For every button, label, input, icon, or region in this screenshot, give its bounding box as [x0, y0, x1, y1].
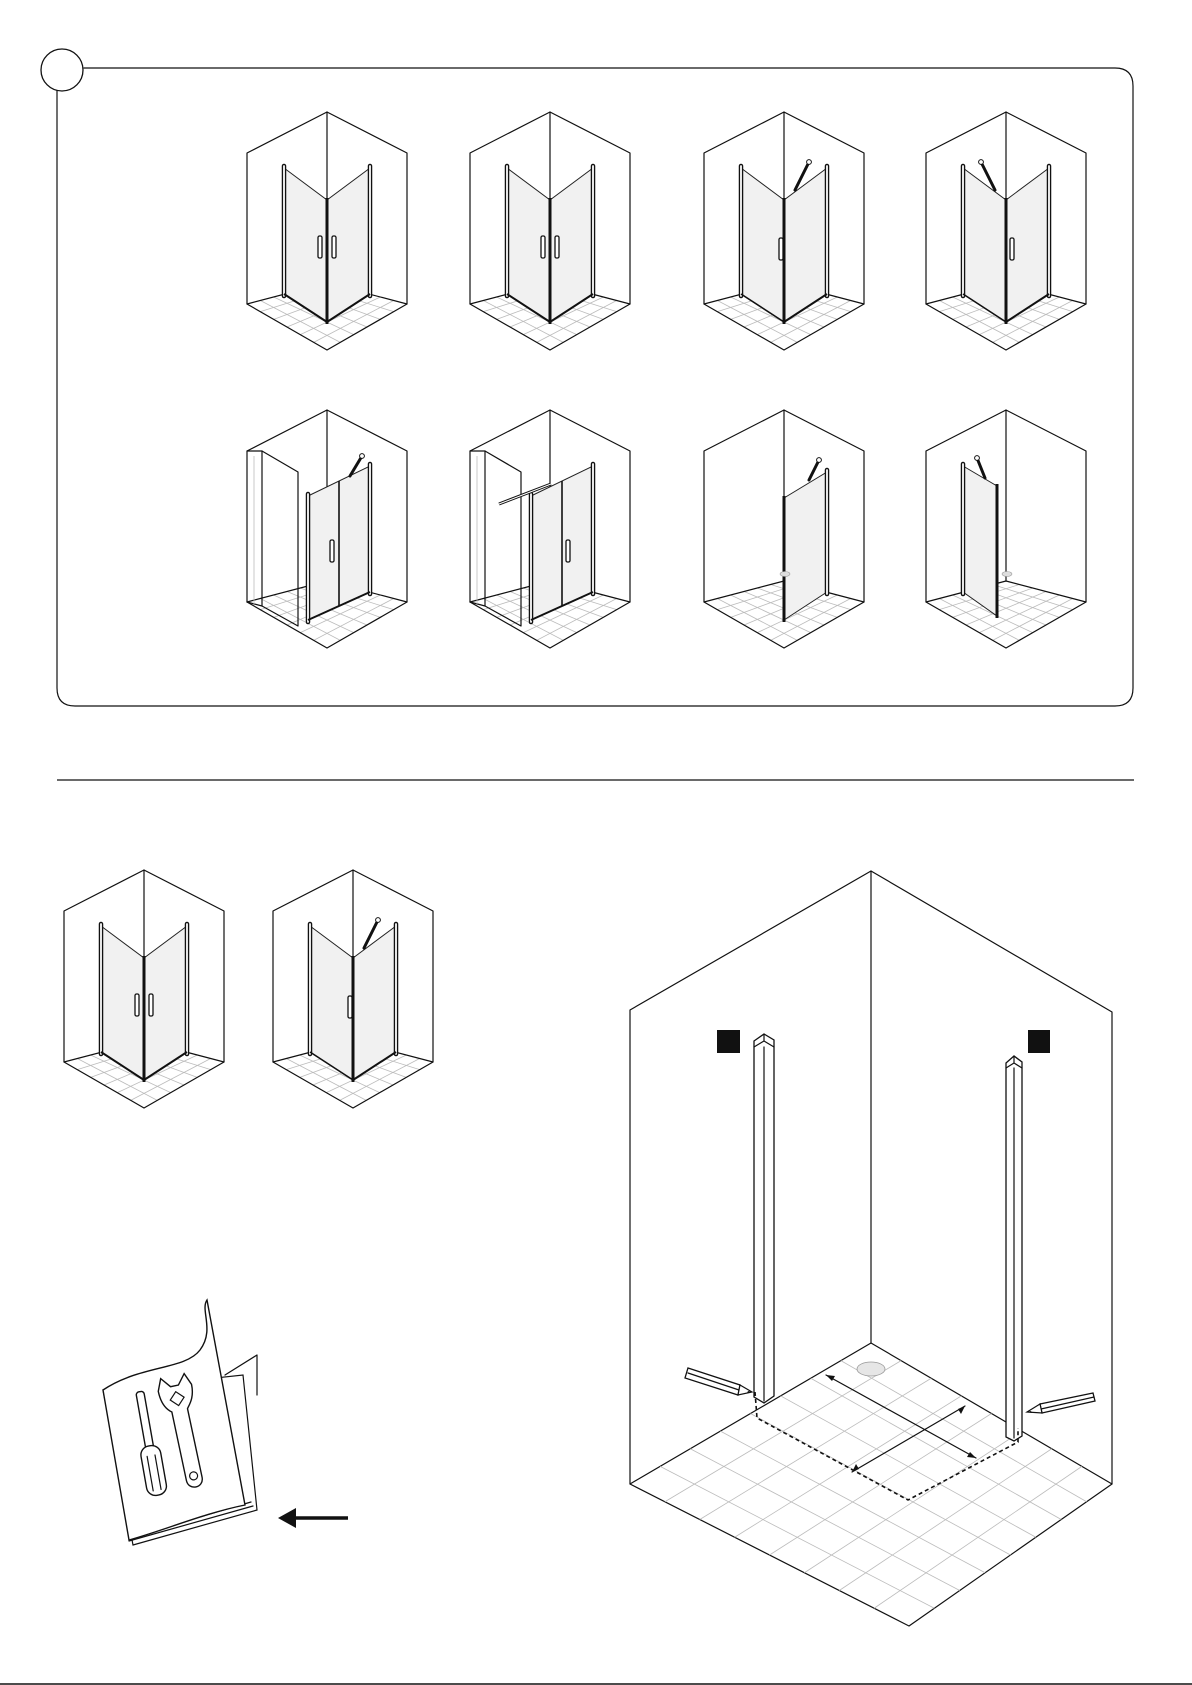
corner-door-fixed-panel-icon: [697, 108, 872, 358]
corner-double-door-icon: [463, 108, 638, 358]
niche-door-side-panel-icon: [240, 406, 415, 656]
section-divider: [0, 770, 1192, 790]
corner-double-door-icon: [240, 108, 415, 358]
niche-door-stabilizer-icon: [463, 406, 638, 656]
walk-in-panel-icon: [697, 406, 872, 656]
pencil-icon: [1027, 1393, 1095, 1413]
drain-icon: [857, 1362, 885, 1376]
corner-double-door-icon: [57, 866, 232, 1116]
page-bottom-edge: [0, 1677, 1192, 1685]
corner-door-fixed-panel-icon: [266, 866, 441, 1116]
wall-profile-right: [1006, 1056, 1022, 1441]
arrow-left-icon: [276, 1505, 350, 1531]
wall-profile-marking-icon: [620, 865, 1120, 1635]
marker-right: [1028, 1030, 1050, 1053]
step-badge: [41, 49, 83, 91]
marker-left: [717, 1030, 740, 1053]
corner-door-fixed-panel-icon: [919, 108, 1094, 358]
walk-in-panel-icon: [919, 406, 1094, 656]
pencil-icon: [685, 1368, 752, 1395]
dimension-arrows: [826, 1375, 976, 1472]
wall-profile-left: [754, 1034, 774, 1403]
